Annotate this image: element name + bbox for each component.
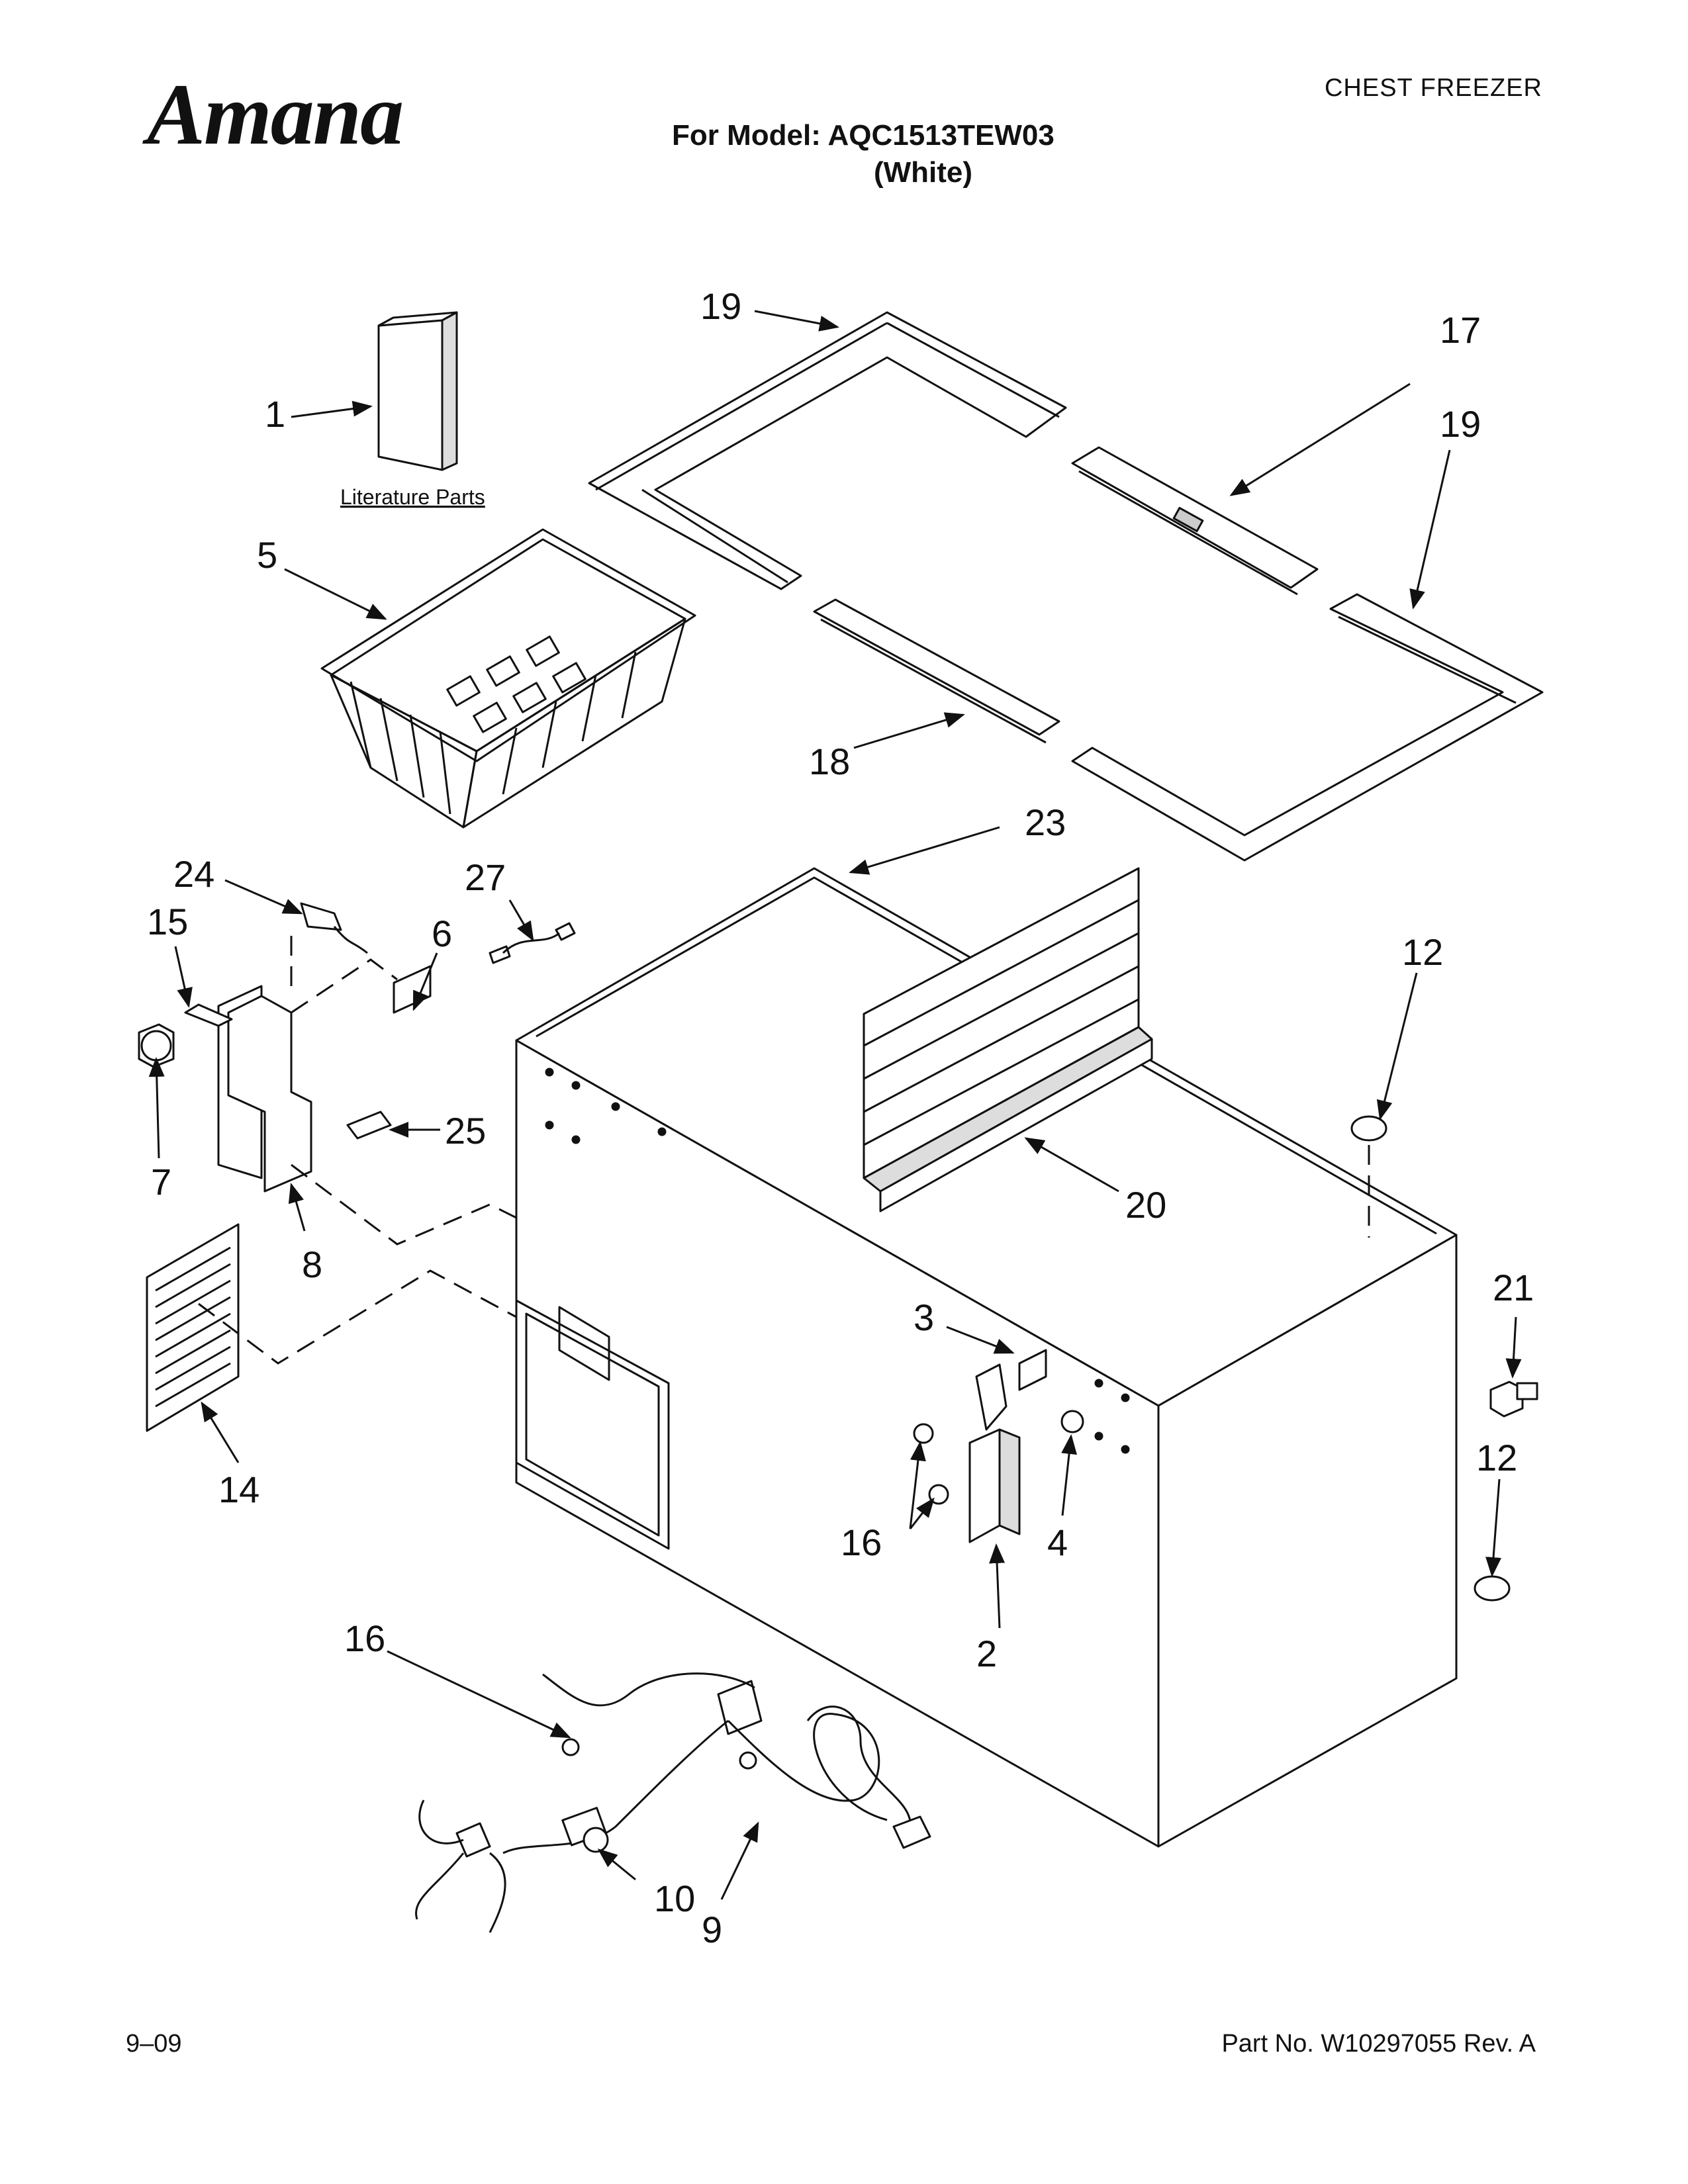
callout-23: 23 — [1025, 801, 1066, 843]
dashed-wire-routing — [198, 927, 1370, 1365]
breaker-strip-rear — [1071, 446, 1319, 596]
callout-15: 15 — [147, 901, 188, 942]
callout-16-harness: 16 — [344, 1617, 385, 1659]
machine-compartment-grille — [146, 1223, 240, 1432]
model-color: (White) — [874, 156, 973, 189]
callout-1: 1 — [265, 393, 285, 435]
callout-10: 10 — [654, 1878, 695, 1919]
callout-3: 3 — [914, 1297, 934, 1338]
callout-24: 24 — [173, 853, 214, 895]
callout-21: 21 — [1493, 1267, 1534, 1308]
literature-booklet — [377, 311, 458, 471]
callout-5: 5 — [257, 534, 277, 576]
callout-12-lower: 12 — [1476, 1437, 1517, 1479]
callout-17: 17 — [1440, 309, 1481, 351]
breaker-strip-front — [813, 598, 1060, 744]
callout-19-right: 19 — [1440, 403, 1481, 445]
callout-6: 6 — [432, 913, 452, 954]
brand-logo: Amana — [147, 66, 404, 163]
callout-2: 2 — [976, 1633, 997, 1674]
model-number: For Model: AQC1513TEW03 — [672, 119, 1055, 152]
literature-parts-label: Literature Parts — [340, 485, 485, 509]
cabinet-shell — [515, 867, 1458, 1848]
wiring-harness — [415, 1672, 931, 1933]
cabinet-feet — [1350, 1115, 1538, 1602]
callout-18: 18 — [809, 741, 850, 782]
callout-7: 7 — [151, 1161, 171, 1203]
breaker-strip-rear-left — [588, 311, 1067, 590]
revision-date: 9–09 — [126, 2030, 182, 2058]
hinge-assembly — [913, 1349, 1084, 1543]
document-type: CHEST FREEZER — [1324, 74, 1542, 102]
callout-25: 25 — [445, 1110, 486, 1152]
callout-12-upper: 12 — [1402, 931, 1443, 973]
breaker-strip-right — [1071, 593, 1544, 862]
cabinet-divider — [863, 867, 1153, 1212]
callout-9: 9 — [702, 1909, 722, 1950]
callout-8: 8 — [302, 1244, 322, 1285]
callout-numbers: 1 5 19 17 19 18 23 24 15 6 27 12 7 25 8 … — [147, 285, 1534, 1950]
control-assembly — [138, 902, 576, 1193]
callout-19-top: 19 — [700, 285, 741, 327]
document-part-number: Part No. W10297055 Rev. A — [1221, 2030, 1536, 2058]
callout-4: 4 — [1047, 1522, 1068, 1563]
callout-leaders — [148, 310, 1522, 1900]
callout-14: 14 — [218, 1469, 259, 1510]
freezer-basket — [320, 528, 696, 829]
callout-20: 20 — [1125, 1184, 1166, 1226]
callout-27: 27 — [465, 856, 506, 898]
callout-16-hinge: 16 — [841, 1522, 882, 1563]
